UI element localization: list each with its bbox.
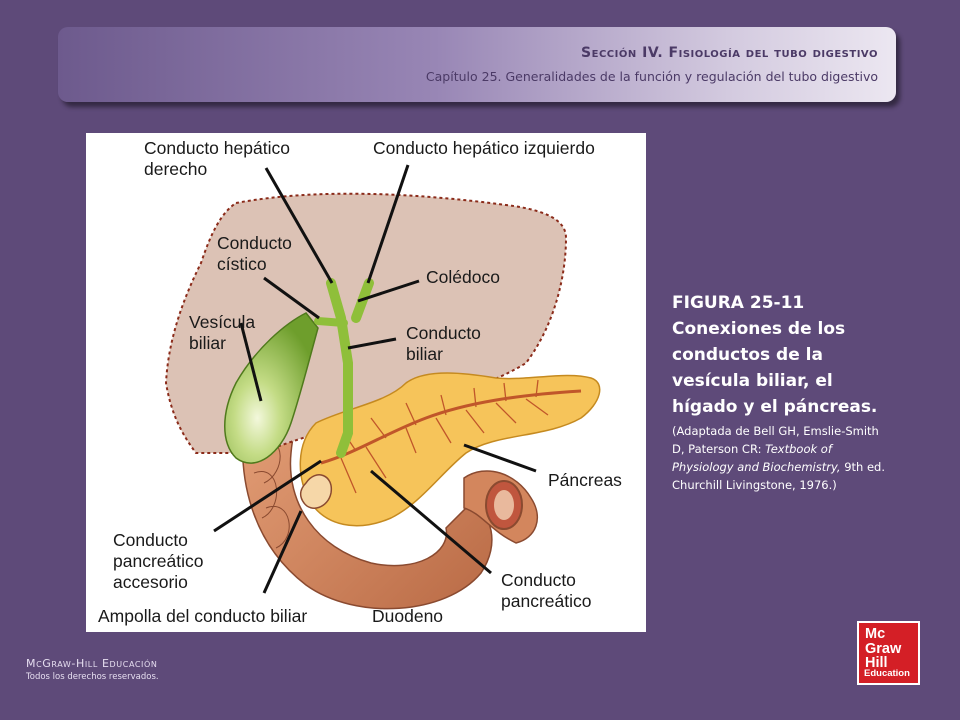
publisher-rights: Todos los derechos reservados. — [26, 672, 159, 682]
logo-line-3: Hill — [865, 655, 888, 671]
header-bar: Sección IV. Fisiología del tubo digestiv… — [58, 27, 896, 102]
label-choledoch: Colédoco — [426, 267, 500, 287]
figure-caption: FIGURA 25-11 Conexiones de los conductos… — [672, 290, 887, 494]
label-pancreatic-duct: Conducto pancreático — [501, 570, 592, 611]
label-bile-duct: Conducto biliar — [406, 323, 481, 364]
label-right-hepatic-duct: Conducto hepático derecho — [144, 138, 290, 179]
label-accessory-pancreatic-duct: Conducto pancreático accesorio — [113, 530, 204, 592]
caption-source-book: Textbook of Physiology and Biochemistry, — [672, 442, 841, 474]
label-ampulla: Ampolla del conducto biliar — [98, 606, 308, 626]
caption-source-prefix: (Adaptada de Bell GH, Emslie-Smith D, Pa… — [672, 424, 879, 456]
label-pancreas: Páncreas — [548, 470, 622, 490]
anatomy-figure: Conducto hepático derecho Conducto hepát… — [86, 133, 646, 632]
mcgraw-hill-logo: Mc Graw Hill Education — [857, 621, 920, 685]
caption-source: (Adaptada de Bell GH, Emslie-Smith D, Pa… — [672, 422, 887, 494]
leader-lines — [213, 164, 537, 594]
label-duodenum: Duodeno — [372, 606, 444, 626]
caption-source-suffix: 9th ed. Churchill Livingstone, 1976.) — [672, 460, 886, 492]
anatomy-illustration — [164, 164, 601, 610]
ampulla — [299, 474, 332, 509]
logo-line-1: Mc — [865, 626, 886, 642]
section-title: Sección IV. Fisiología del tubo digestiv… — [581, 45, 878, 61]
pancreas — [299, 372, 601, 527]
logo-line-2: Graw — [865, 641, 902, 657]
label-gallbladder: Vesícula biliar — [189, 312, 256, 353]
publisher-name: McGraw-Hill Educación — [26, 657, 158, 670]
publisher-footer: McGraw-Hill Educación Todos los derechos… — [26, 657, 159, 682]
logo-line-4: Education — [864, 668, 910, 679]
caption-title: FIGURA 25-11 Conexiones de los conductos… — [672, 293, 878, 417]
chapter-title: Capítulo 25. Generalidades de la función… — [425, 69, 878, 84]
label-cystic-duct: Conducto cístico — [217, 233, 292, 274]
label-left-hepatic-duct: Conducto hepático izquierdo — [373, 138, 595, 158]
gallbladder — [224, 312, 319, 464]
